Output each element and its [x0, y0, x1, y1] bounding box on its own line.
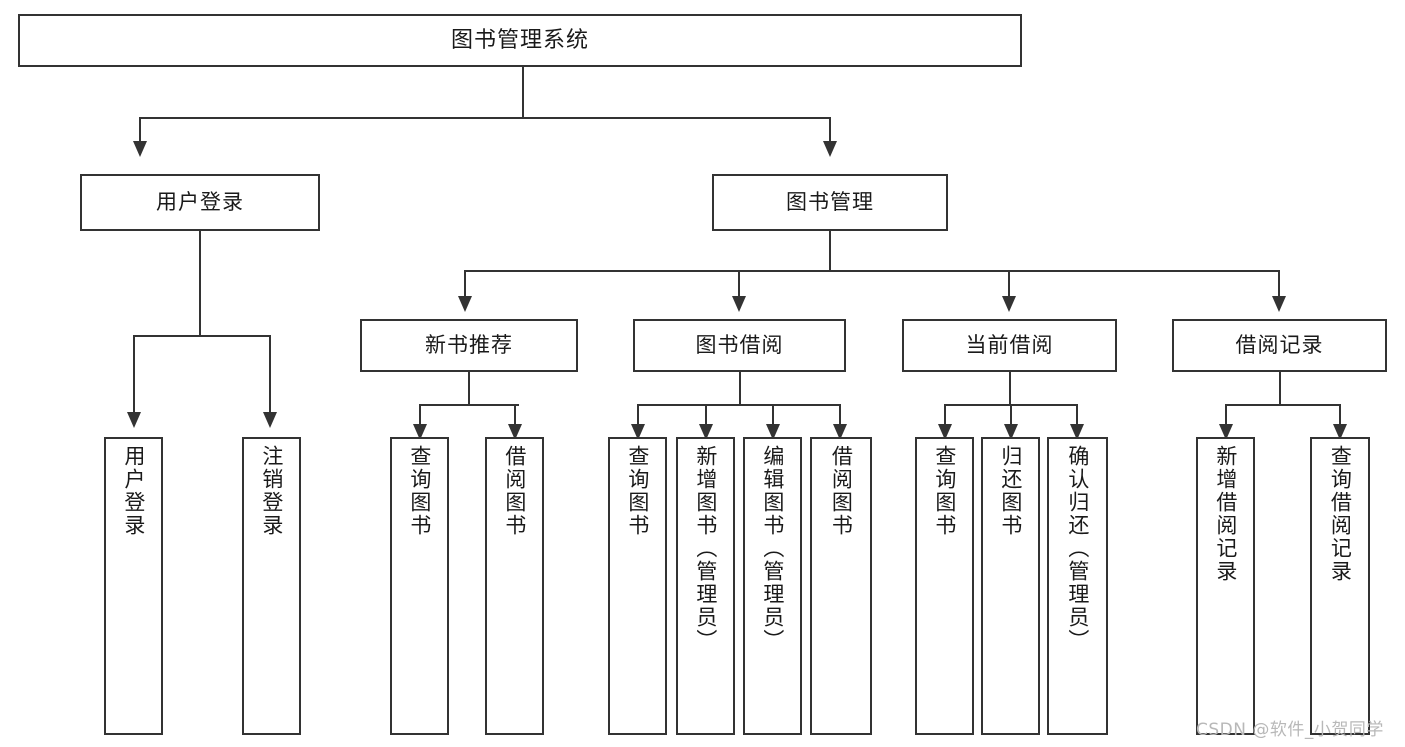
node-book-borrow[interactable]: 图书借阅: [633, 319, 846, 372]
leaf-user-login[interactable]: 用户登录: [104, 437, 163, 735]
connector-user-login-drop-1: [133, 335, 135, 414]
arrow-to-leaf-borrow-book-a: [508, 424, 522, 440]
connector-current-borrow-drop-2: [1010, 404, 1012, 426]
connector-borrow-record-drop-1: [1225, 404, 1227, 426]
arrow-to-leaf-add-book: [699, 424, 713, 440]
connector-current-borrow-drop-1: [944, 404, 946, 426]
connector-current-borrow-stem: [1009, 372, 1011, 405]
node-label: 借阅图书: [502, 445, 527, 537]
node-label: 当前借阅: [965, 333, 1054, 358]
connector-level2-drop-right: [829, 117, 831, 143]
leaf-logout[interactable]: 注销登录: [242, 437, 301, 735]
arrow-to-user-login: [133, 141, 147, 157]
connector-level3-drop-2: [738, 270, 740, 298]
connector-book-borrow-drop-3: [772, 404, 774, 426]
arrow-to-leaf-add-borrow-record: [1219, 424, 1233, 440]
connector-new-book-drop-2: [514, 404, 516, 426]
arrow-to-leaf-user-login: [127, 412, 141, 428]
arrow-to-new-book-recommend: [458, 296, 472, 312]
arrow-to-leaf-edit-book: [766, 424, 780, 440]
connector-book-borrow-drop-4: [839, 404, 841, 426]
connector-level2-drop-left: [139, 117, 141, 143]
leaf-query-book-recommend[interactable]: 查询图书: [390, 437, 449, 735]
arrow-to-leaf-return-book: [1004, 424, 1018, 440]
connector-book-management-stem: [829, 231, 831, 271]
arrow-to-leaf-borrow-book-b: [833, 424, 847, 440]
node-label: 查询图书: [625, 445, 650, 537]
connector-borrow-record-drop-2: [1339, 404, 1341, 426]
node-book-management[interactable]: 图书管理: [712, 174, 948, 231]
leaf-confirm-return-admin[interactable]: 确认归还（管理员）: [1047, 437, 1108, 735]
connector-root-stem: [522, 67, 524, 118]
leaf-borrow-book-recommend[interactable]: 借阅图书: [485, 437, 544, 735]
arrow-to-leaf-confirm-return: [1070, 424, 1084, 440]
node-current-borrow[interactable]: 当前借阅: [902, 319, 1117, 372]
leaf-add-borrow-record[interactable]: 新增借阅记录: [1196, 437, 1255, 735]
node-label: 图书借阅: [695, 333, 784, 358]
node-label: 新增图书（管理员）: [693, 445, 718, 652]
leaf-edit-book-admin[interactable]: 编辑图书（管理员）: [743, 437, 802, 735]
arrow-to-book-management: [823, 141, 837, 157]
arrow-to-borrow-record: [1272, 296, 1286, 312]
node-label: 新书推荐: [425, 333, 513, 358]
node-label: 编辑图书（管理员）: [760, 445, 785, 652]
connector-book-borrow-drop-2: [705, 404, 707, 426]
connector-level3-drop-1: [464, 270, 466, 298]
connector-level3-drop-4: [1278, 270, 1280, 298]
connector-user-login-bus: [133, 335, 271, 337]
connector-borrow-record-bus: [1225, 404, 1341, 406]
connector-level2-bus: [139, 117, 830, 119]
connector-level3-drop-3: [1008, 270, 1010, 298]
node-label: 新增借阅记录: [1213, 445, 1238, 583]
leaf-add-book-admin[interactable]: 新增图书（管理员）: [676, 437, 735, 735]
node-label: 查询借阅记录: [1328, 445, 1353, 583]
arrow-to-current-borrow: [1002, 296, 1016, 312]
leaf-query-book-borrow[interactable]: 查询图书: [608, 437, 667, 735]
arrow-to-leaf-query-book-b: [631, 424, 645, 440]
node-user-login[interactable]: 用户登录: [80, 174, 320, 231]
connector-borrow-record-stem: [1279, 372, 1281, 405]
arrow-to-leaf-query-book-c: [938, 424, 952, 440]
connector-level3-bus: [464, 270, 1280, 272]
node-label: 确认归还（管理员）: [1065, 445, 1090, 652]
node-root-book-management-system[interactable]: 图书管理系统: [18, 14, 1022, 67]
node-borrow-record[interactable]: 借阅记录: [1172, 319, 1387, 372]
connector-new-book-stem: [468, 372, 470, 405]
node-label: 图书管理系统: [450, 27, 589, 53]
connector-new-book-bus: [419, 404, 519, 406]
connector-book-borrow-drop-1: [637, 404, 639, 426]
node-label: 查询图书: [407, 445, 432, 537]
arrow-to-leaf-query-borrow-record: [1333, 424, 1347, 440]
node-label: 用户登录: [156, 190, 244, 215]
node-label: 注销登录: [259, 445, 284, 537]
node-new-book-recommend[interactable]: 新书推荐: [360, 319, 578, 372]
node-label: 图书管理: [786, 190, 874, 215]
connector-user-login-drop-2: [269, 335, 271, 414]
arrow-to-leaf-logout: [263, 412, 277, 428]
connector-book-borrow-bus: [637, 404, 841, 406]
node-label: 借阅图书: [829, 445, 854, 537]
leaf-borrow-book[interactable]: 借阅图书: [810, 437, 872, 735]
leaf-return-book[interactable]: 归还图书: [981, 437, 1040, 735]
arrow-to-leaf-query-book-a: [413, 424, 427, 440]
arrow-to-book-borrow: [732, 296, 746, 312]
leaf-query-book-current[interactable]: 查询图书: [915, 437, 974, 735]
connector-book-borrow-stem: [739, 372, 741, 405]
node-label: 查询图书: [932, 445, 957, 537]
connector-user-login-stem: [199, 231, 201, 336]
node-label: 归还图书: [998, 445, 1023, 537]
leaf-query-borrow-record[interactable]: 查询借阅记录: [1310, 437, 1370, 735]
connector-new-book-drop-1: [419, 404, 421, 426]
node-label: 借阅记录: [1235, 333, 1324, 358]
node-label: 用户登录: [121, 445, 146, 537]
connector-current-borrow-drop-3: [1076, 404, 1078, 426]
